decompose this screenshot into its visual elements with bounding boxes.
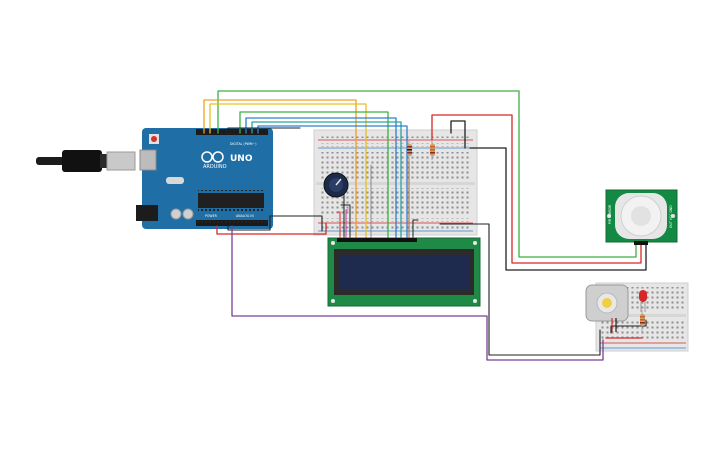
pir-sensor: PIR SENSOR OUT VCC GND — [605, 189, 678, 245]
lcd-screen — [339, 256, 469, 289]
resistor-2 — [430, 140, 435, 160]
atmega-chip — [198, 193, 264, 208]
pir-mount-hole — [607, 214, 611, 218]
wire-blue-2 — [257, 125, 408, 239]
lcd-mount-hole — [331, 299, 335, 303]
resistor-main — [407, 140, 412, 162]
wire-purple-motor — [231, 225, 604, 361]
usb-plug-body — [62, 150, 102, 172]
analog-label: ANALOG IN — [236, 214, 254, 218]
wire-red-rail — [431, 114, 642, 264]
wire-blue-1 — [245, 117, 397, 239]
wire-black-pir — [469, 147, 647, 271]
digital-header-pins — [197, 130, 267, 134]
lcd-mount-hole — [473, 241, 477, 245]
wire-green-pir — [217, 90, 637, 258]
wire-pot-gnd — [340, 204, 351, 239]
pir-pins — [634, 241, 648, 245]
chip-pins-top — [198, 190, 264, 193]
wire-yellow — [209, 103, 367, 239]
usb-cable — [36, 150, 136, 172]
arduino-logo — [201, 151, 224, 163]
wire-black-small — [610, 319, 647, 334]
power-analog-pins — [197, 221, 267, 225]
wire-orange — [203, 99, 357, 239]
crystal — [166, 177, 184, 184]
chip-pins-bottom — [198, 208, 264, 211]
pir-mount-hole — [671, 214, 675, 218]
lcd-mount-hole — [473, 299, 477, 303]
wire-lcd-purple — [345, 209, 349, 239]
bb-rail-holes-1 — [320, 134, 470, 138]
wire-lcd-k — [412, 219, 419, 239]
digital-label: DIGITAL (PWM~) — [230, 142, 256, 146]
bb-rail-holes-3 — [320, 218, 470, 222]
pir-lens-inner — [631, 206, 651, 226]
bb-holes-top — [320, 152, 470, 179]
wire-red-5v — [216, 222, 327, 235]
dc-motor — [585, 284, 629, 332]
wire-lcd-red — [336, 211, 341, 239]
model-label: UNO — [230, 154, 253, 164]
wire-green-2 — [239, 111, 389, 239]
pir-left-label: PIR SENSOR — [608, 204, 612, 224]
lcd-mount-hole — [331, 241, 335, 245]
usb-cable-cord — [36, 157, 66, 165]
motor-shaft-hub — [602, 298, 612, 308]
capacitor-2 — [182, 208, 194, 220]
lcd-16x2 — [327, 237, 481, 307]
usb-plug-metal — [106, 151, 136, 171]
wire-black-gnd — [227, 215, 323, 232]
bb-small-holes-bottom — [600, 320, 685, 340]
arduino-usb-port — [139, 149, 157, 171]
wire-black-motor — [439, 223, 601, 356]
lcd-pin-header — [337, 238, 417, 242]
red-led — [639, 290, 647, 312]
potentiometer[interactable] — [323, 172, 349, 198]
resistor-small — [640, 310, 645, 332]
arduino-uno: DIGITAL (PWM~) UNO ARDUINO POWER ANALOG … — [136, 128, 273, 229]
capacitor-1 — [170, 208, 182, 220]
usb-plug-neck — [100, 154, 107, 168]
brand-label: ARDUINO — [203, 164, 227, 170]
bb-rail-holes-4 — [320, 226, 470, 230]
wire-black-rail — [450, 120, 466, 149]
wire-black-top — [227, 127, 301, 134]
bb-rail-holes-2 — [320, 143, 470, 147]
pir-right-label: OUT VCC GND — [669, 205, 673, 228]
arduino-power-jack — [136, 205, 158, 221]
potentiometer-indicator — [335, 178, 342, 186]
power-label: POWER — [205, 214, 218, 218]
reset-button[interactable] — [151, 136, 157, 142]
wires — [203, 90, 647, 361]
led-body — [639, 290, 647, 302]
